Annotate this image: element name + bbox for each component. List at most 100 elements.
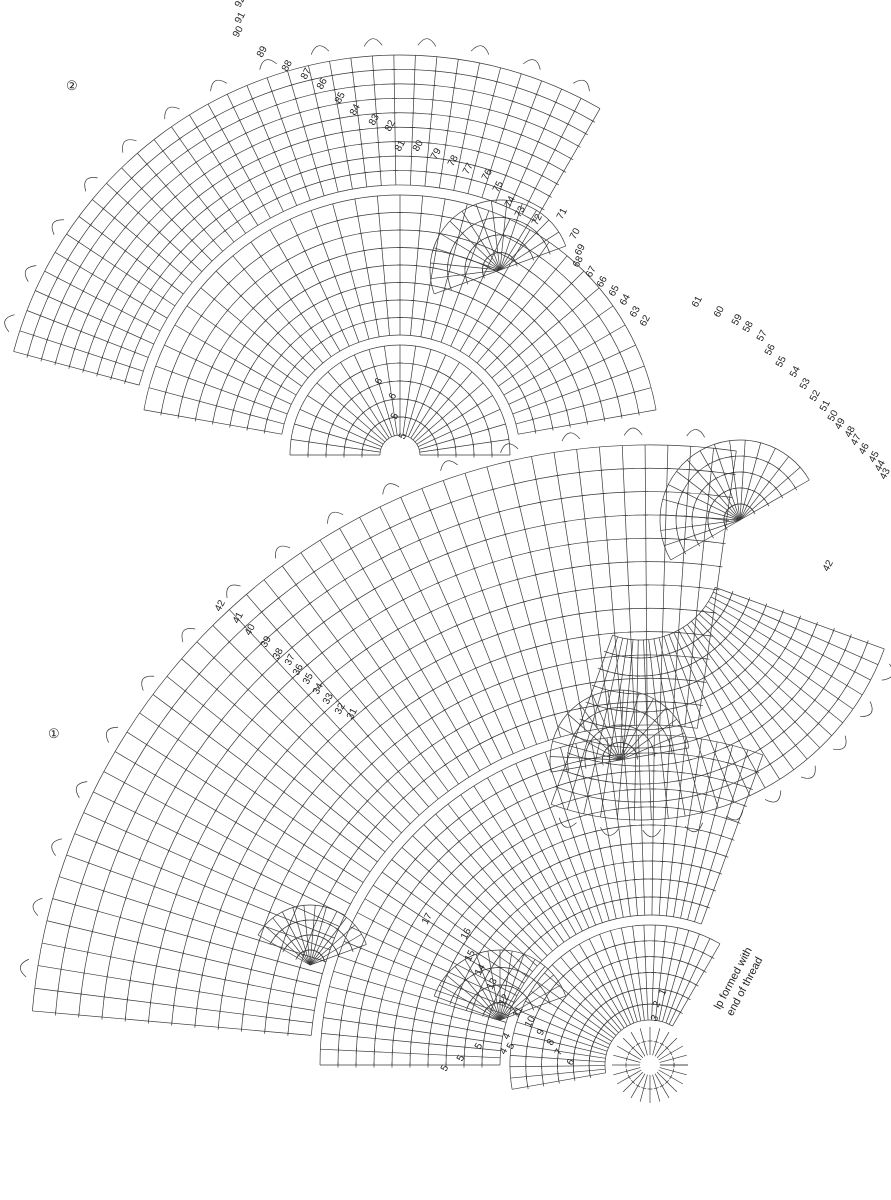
round-number: 76 [480,167,495,182]
inner-round-number: 5 [455,1053,468,1063]
center-ring [612,1027,688,1103]
round-number: 17 [420,911,435,926]
pineapple-a [433,949,567,1021]
round-number: 55 [774,354,789,369]
round-number: 62 [638,313,653,328]
upper-scallops [4,38,590,332]
round-number: 78 [446,153,461,168]
round-number: 60 [712,304,727,319]
round-number: 80 [411,138,426,153]
round-number: 32 [333,701,348,716]
round-number: 5 [505,1041,518,1051]
round-number: 70 [568,226,583,241]
round-number: 72 [530,212,545,227]
round-number: 59 [730,312,745,327]
round-number: 2 [651,999,664,1009]
round-number: 39 [259,634,274,649]
part-1-marker: ① [48,726,60,741]
round-number: 53 [798,376,813,391]
round-number: 63 [628,304,643,319]
round-number: 52 [808,388,823,403]
round-number: 31 [345,706,360,721]
round-number: 7 [553,1047,566,1057]
round-number: 47 [849,432,864,447]
pineapple-b [257,904,367,966]
round-number: 85 [333,90,348,105]
round-number: 48 [843,424,858,439]
round-number: 43 [878,466,891,481]
round-number: 92 [233,0,248,9]
part-1-stitch-pattern [20,427,764,1103]
round-number: 64 [618,292,633,307]
round-number: 13 [485,976,500,991]
inner-round-number: 5 [473,1041,486,1051]
inner-round-number: 5 [389,411,402,421]
round-number: 9 [535,1027,548,1037]
round-number: 16 [459,926,474,941]
round-number: 61 [690,294,705,309]
round-number: 83 [367,112,382,127]
center-note: lp formed with end of thread [712,945,765,1018]
round-number: 84 [348,102,363,117]
inner-round-number: 5 [397,431,410,441]
inner-round-number: 4 [501,1031,514,1041]
part-2-marker: ② [66,78,78,93]
round-number: 8 [545,1037,558,1047]
outer-upper [13,54,601,386]
round-number: 11 [511,1005,526,1020]
pineapple-bottom [549,689,690,773]
round-number: 42 [213,598,228,613]
round-number: 87 [299,66,314,81]
round-number: 90 [231,24,246,39]
round-number: 49 [833,416,848,431]
round-number: 44 [873,458,888,473]
round-number: 69 [573,242,588,257]
outer-scallops [20,427,705,978]
round-number: 1 [657,987,670,997]
round-number: 36 [291,662,306,677]
round-number: 68 [571,254,586,269]
part-2-stitch-pattern [4,38,891,838]
round-number: 82 [383,118,398,133]
round-number: 57 [755,328,770,343]
lower-grid [550,587,885,821]
round-number: 75 [491,179,506,194]
round-number: 41 [231,610,246,625]
round-number: 73 [513,204,528,219]
part-1-round-numbers: 4241403938373635343332311716151413121110… [213,598,670,1067]
round-number: 14 [473,962,488,977]
round-number: 81 [393,138,408,153]
round-number: 54 [788,364,803,379]
round-number: 3 [649,1013,662,1023]
round-number: 4 [498,1046,511,1056]
round-number: 6 [565,1057,578,1067]
round-number: 65 [607,283,622,298]
round-number: 89 [255,44,270,59]
outer-fan [32,444,737,1036]
inner-round-number: 6 [373,376,386,386]
round-number: 86 [315,76,330,91]
mid-fan [143,194,657,435]
round-number: 79 [429,146,444,161]
round-number: 74 [503,194,518,209]
round-number: 37 [283,652,298,667]
pineapple-top [429,199,567,295]
round-number: 50 [826,408,841,423]
round-number: 56 [763,342,778,357]
round-number: 33 [321,691,336,706]
inner-fan [509,924,721,1090]
round-number: 45 [867,449,882,464]
round-number: 51 [818,398,833,413]
round-number: 71 [555,206,570,221]
inner-round-number: 6 [387,391,400,401]
round-number: 15 [463,948,478,963]
pineapple-center [289,344,511,458]
round-number: 42 [821,558,836,573]
round-number: 46 [857,441,872,456]
round-number: 10 [523,1014,538,1029]
round-number: 40 [243,622,258,637]
round-number: 91 [233,10,248,25]
